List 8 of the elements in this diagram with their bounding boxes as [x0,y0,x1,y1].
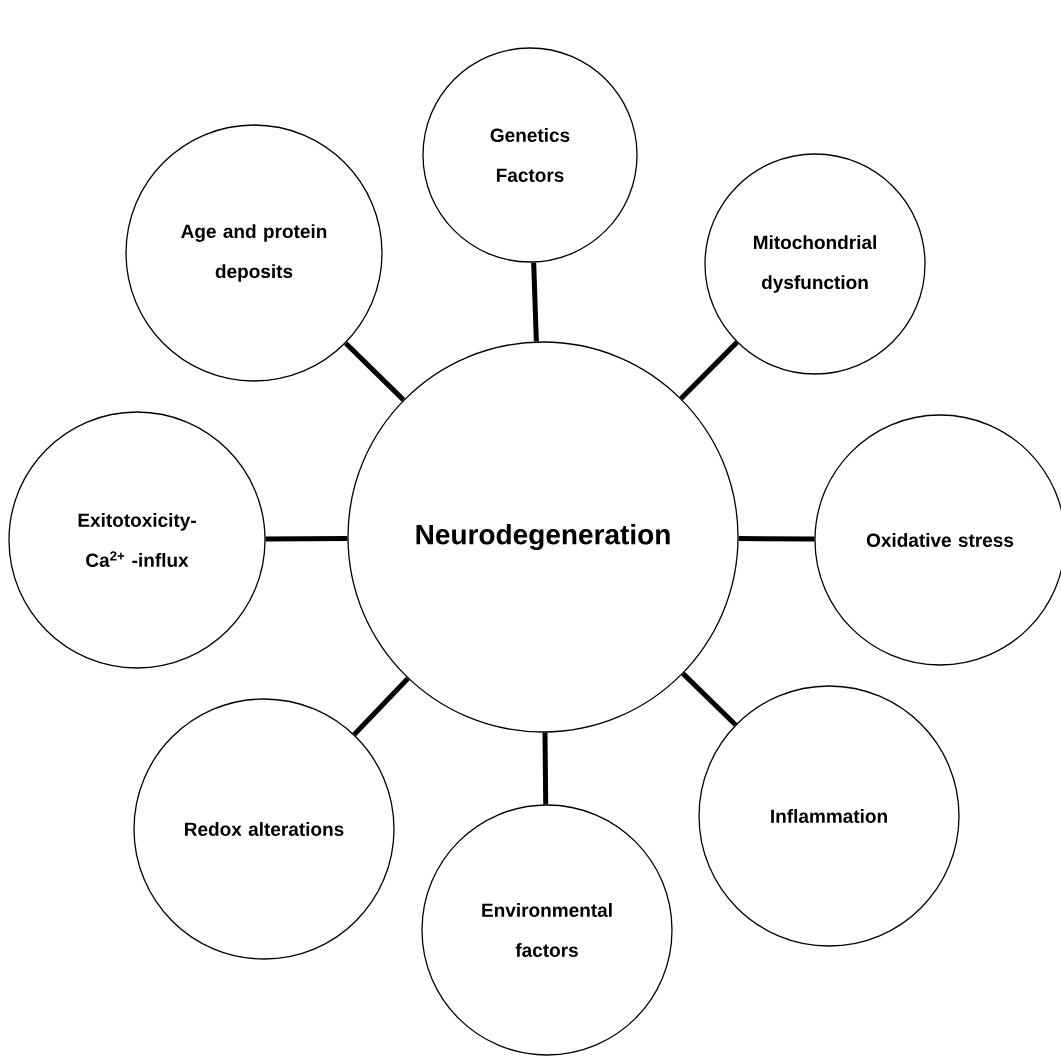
connector-line [352,676,410,737]
connector-line [681,671,738,727]
connector-line [738,536,815,542]
connector-line [265,535,348,542]
connector-line [531,262,539,342]
connector-line [679,340,739,401]
connector-line [542,732,549,805]
connector-line [344,341,406,402]
